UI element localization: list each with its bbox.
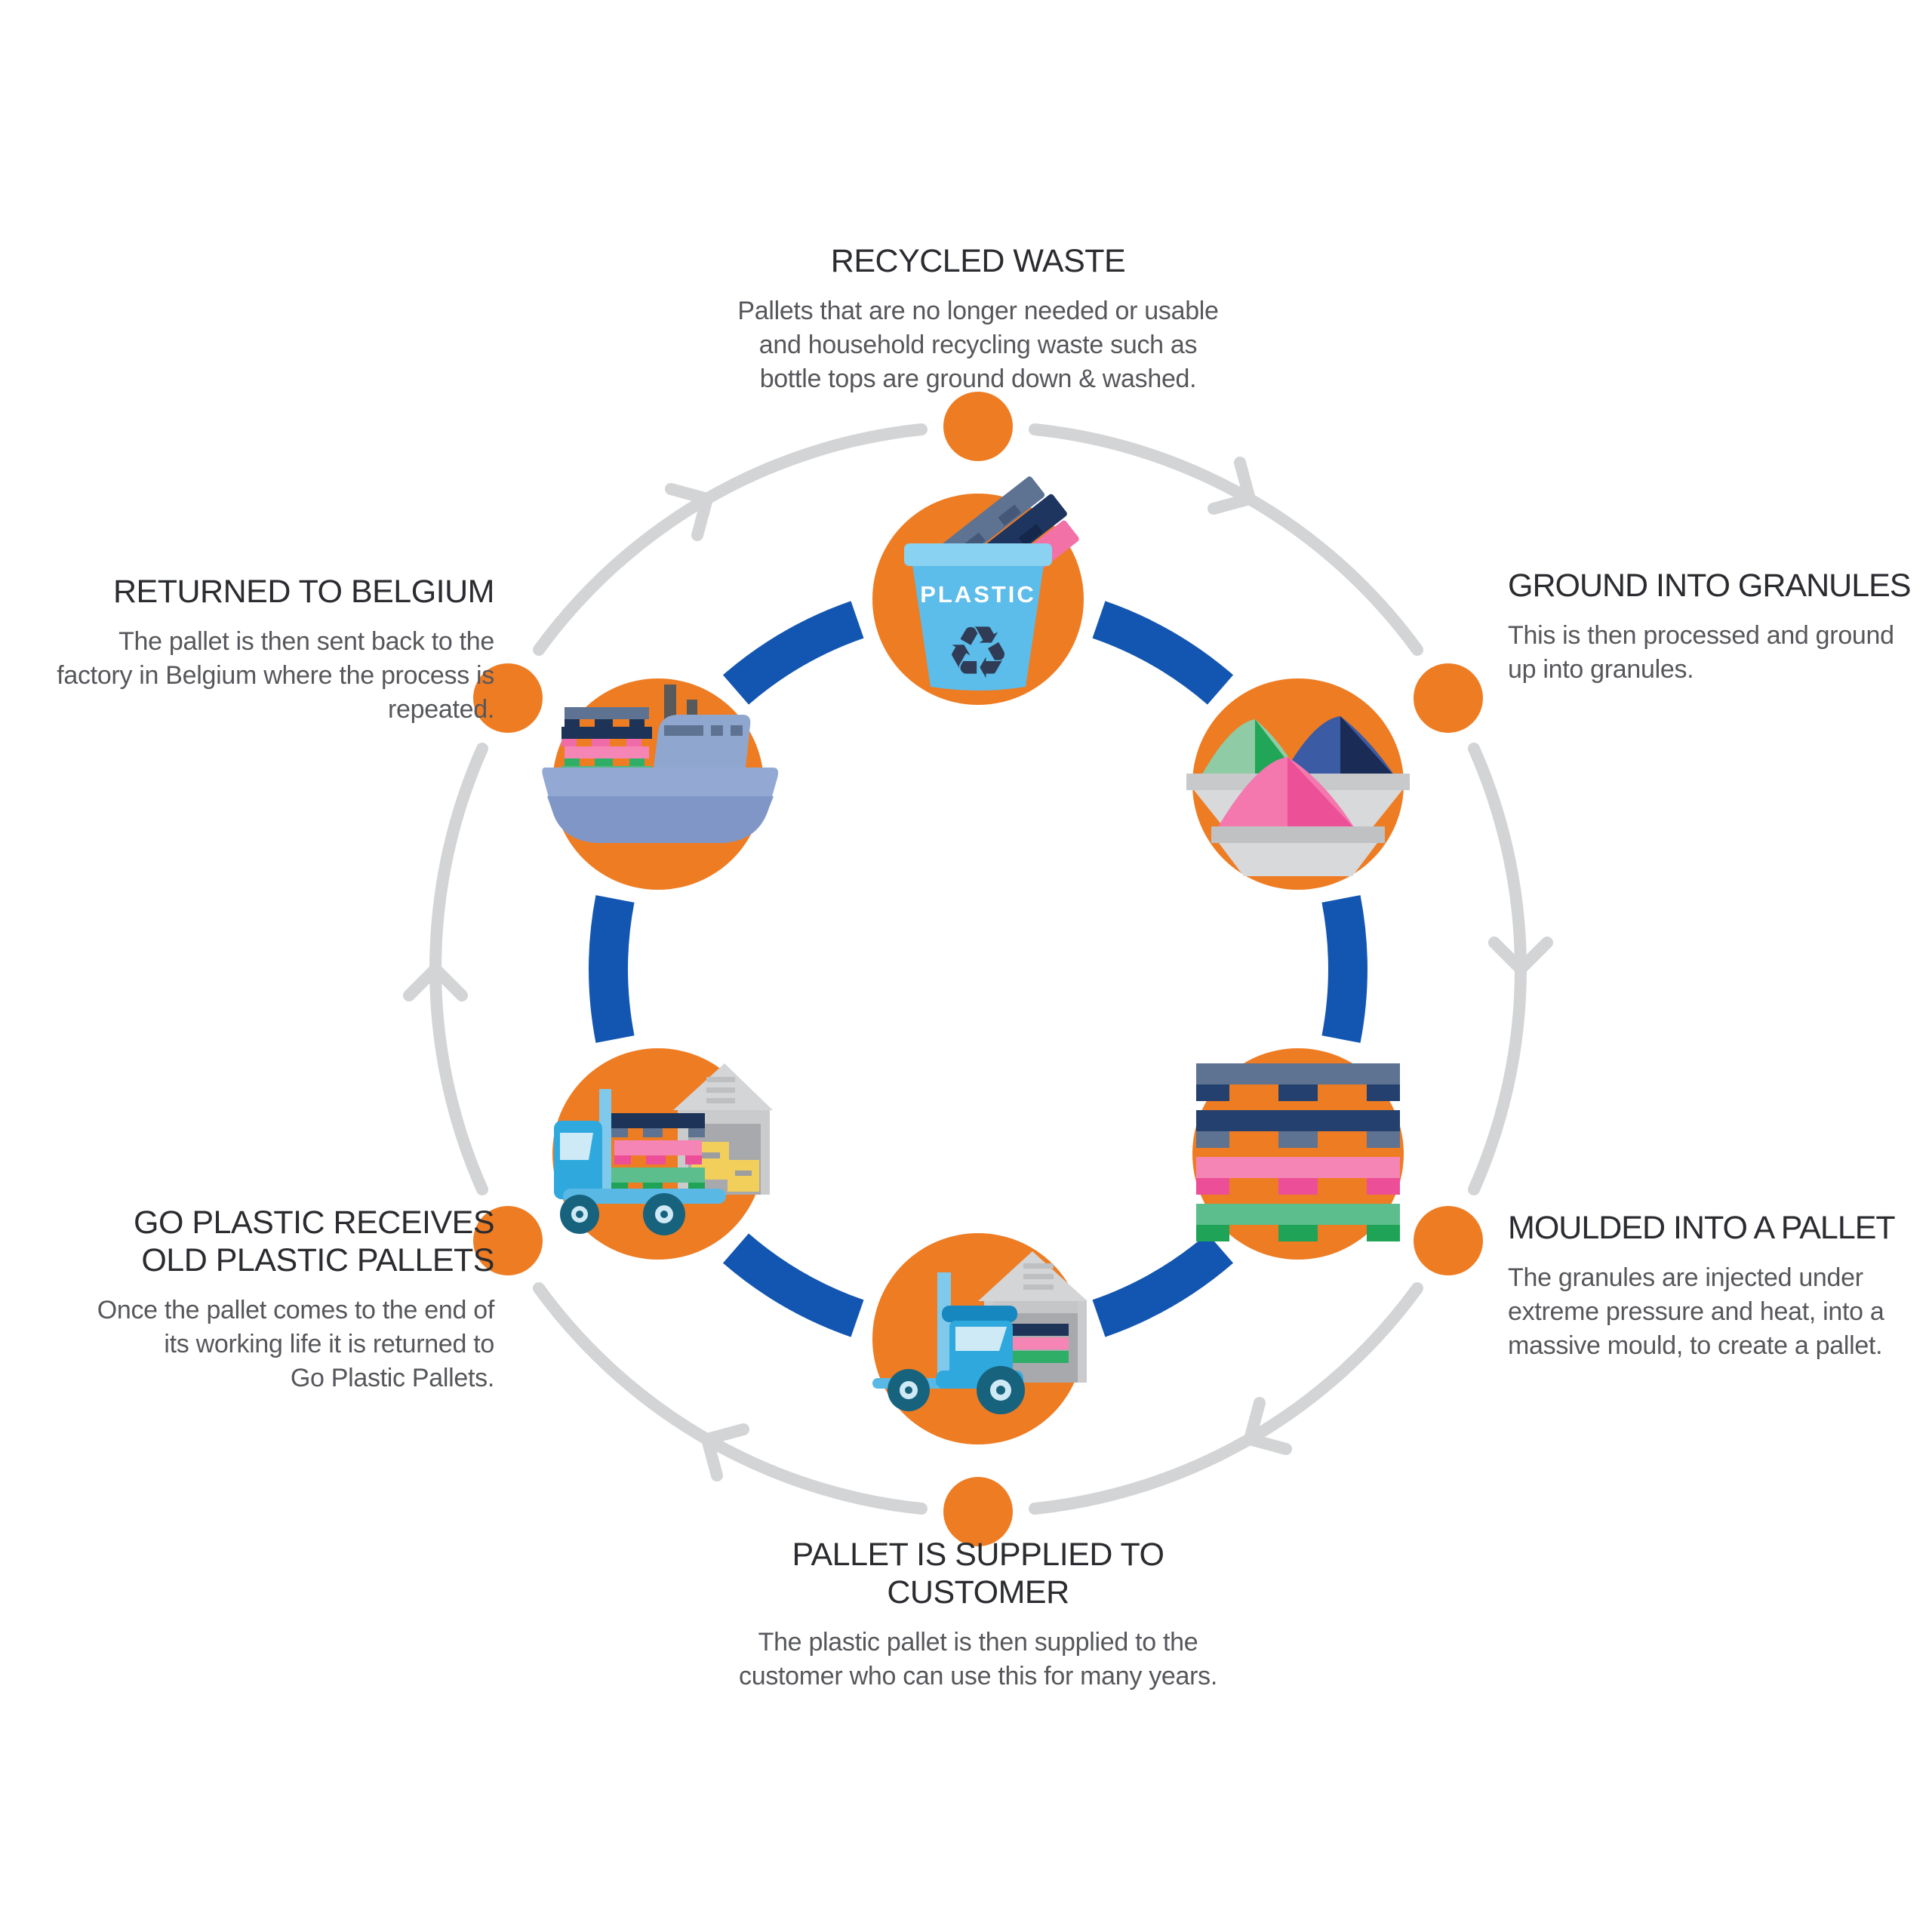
pallet-row <box>1196 1204 1400 1241</box>
node-dot <box>473 663 543 733</box>
step-title: GROUND INTO GRANULES <box>1508 568 1912 604</box>
step-recycled-waste: RECYCLED WASTE Pallets that are no longe… <box>601 243 1355 396</box>
cargo-ship-icon <box>542 678 779 890</box>
pallet-stack-icon <box>1192 1048 1404 1260</box>
node-dot <box>1414 1206 1483 1275</box>
forklift-at-warehouse-icon <box>872 1233 1088 1444</box>
cycle-arc <box>533 423 928 656</box>
clockwise-arrow-icon <box>1488 937 1553 975</box>
step-pallet-supplied-to-customer: PALLET IS SUPPLIED TO CUSTOMER The plast… <box>601 1537 1355 1694</box>
step-description: Once the pallet comes to the end of its … <box>97 1295 495 1392</box>
step-description: The granules are injected under extreme … <box>1508 1263 1884 1360</box>
outer-cycle-ring <box>403 423 1553 1515</box>
step-title: RECYCLED WASTE <box>830 243 1126 279</box>
cycle-arc <box>533 1282 928 1515</box>
clockwise-arrow-icon <box>701 1423 749 1481</box>
step-title: PALLET IS SUPPLIED TO CUSTOMER <box>792 1537 1165 1611</box>
forklift-loading-truck-icon <box>552 1048 773 1260</box>
connector-arc <box>1321 895 1367 1043</box>
pallet-cargo <box>561 707 652 777</box>
step-title: RETURNED TO BELGIUM <box>113 574 495 610</box>
pallet-row <box>1196 1063 1400 1101</box>
connector-arc <box>1092 1233 1234 1337</box>
clockwise-arrow-icon <box>403 963 468 1001</box>
pallet-row <box>1196 1110 1400 1148</box>
connector-arc <box>722 601 864 705</box>
granule-piles-icon <box>1186 678 1410 890</box>
step-title: GO PLASTIC RECEIVES OLD PLASTIC PALLETS <box>134 1204 494 1278</box>
step-description: The pallet is then sent back to the fact… <box>57 626 494 724</box>
cycle-arc <box>1029 423 1423 656</box>
clockwise-arrow-icon <box>1244 1397 1292 1455</box>
node-dot <box>1414 663 1483 733</box>
clockwise-arrow-icon <box>1208 457 1256 515</box>
recycling-bin-icon: PLASTIC ♻ <box>872 476 1084 705</box>
inner-connector-ring <box>589 601 1367 1337</box>
step-moulded-into-a-pallet: MOULDED INTO A PALLET The granules are i… <box>1508 1210 1919 1363</box>
bin-label: PLASTIC <box>920 581 1036 608</box>
node-dot <box>473 1206 543 1275</box>
cycle-arc <box>1029 1282 1423 1515</box>
ring-node-dots <box>473 392 1483 1546</box>
pallet-row <box>1196 1157 1400 1195</box>
recycle-icon: ♻ <box>946 611 1011 695</box>
step-go-plastic-receives-old-pallets: GO PLASTIC RECEIVES OLD PLASTIC PALLETS … <box>35 1204 495 1395</box>
step-description: Pallets that are no longer needed or usa… <box>737 296 1219 393</box>
connector-arc <box>722 1233 864 1337</box>
connector-arc <box>1092 601 1234 705</box>
connector-arc <box>589 895 635 1043</box>
forklift-truck <box>554 1089 726 1235</box>
node-dot <box>943 1477 1013 1546</box>
step-returned-to-belgium: RETURNED TO BELGIUM The pallet is then s… <box>35 574 494 727</box>
clockwise-arrow-icon <box>665 483 713 541</box>
step-description: The plastic pallet is then supplied to t… <box>739 1627 1217 1690</box>
step-ground-into-granules: GROUND INTO GRANULES This is then proces… <box>1508 568 1919 687</box>
step-title: MOULDED INTO A PALLET <box>1508 1210 1896 1246</box>
node-dot <box>943 392 1013 461</box>
step-description: This is then processed and ground up int… <box>1508 620 1894 684</box>
forklift <box>872 1272 1025 1414</box>
pallet-load <box>611 1113 705 1192</box>
